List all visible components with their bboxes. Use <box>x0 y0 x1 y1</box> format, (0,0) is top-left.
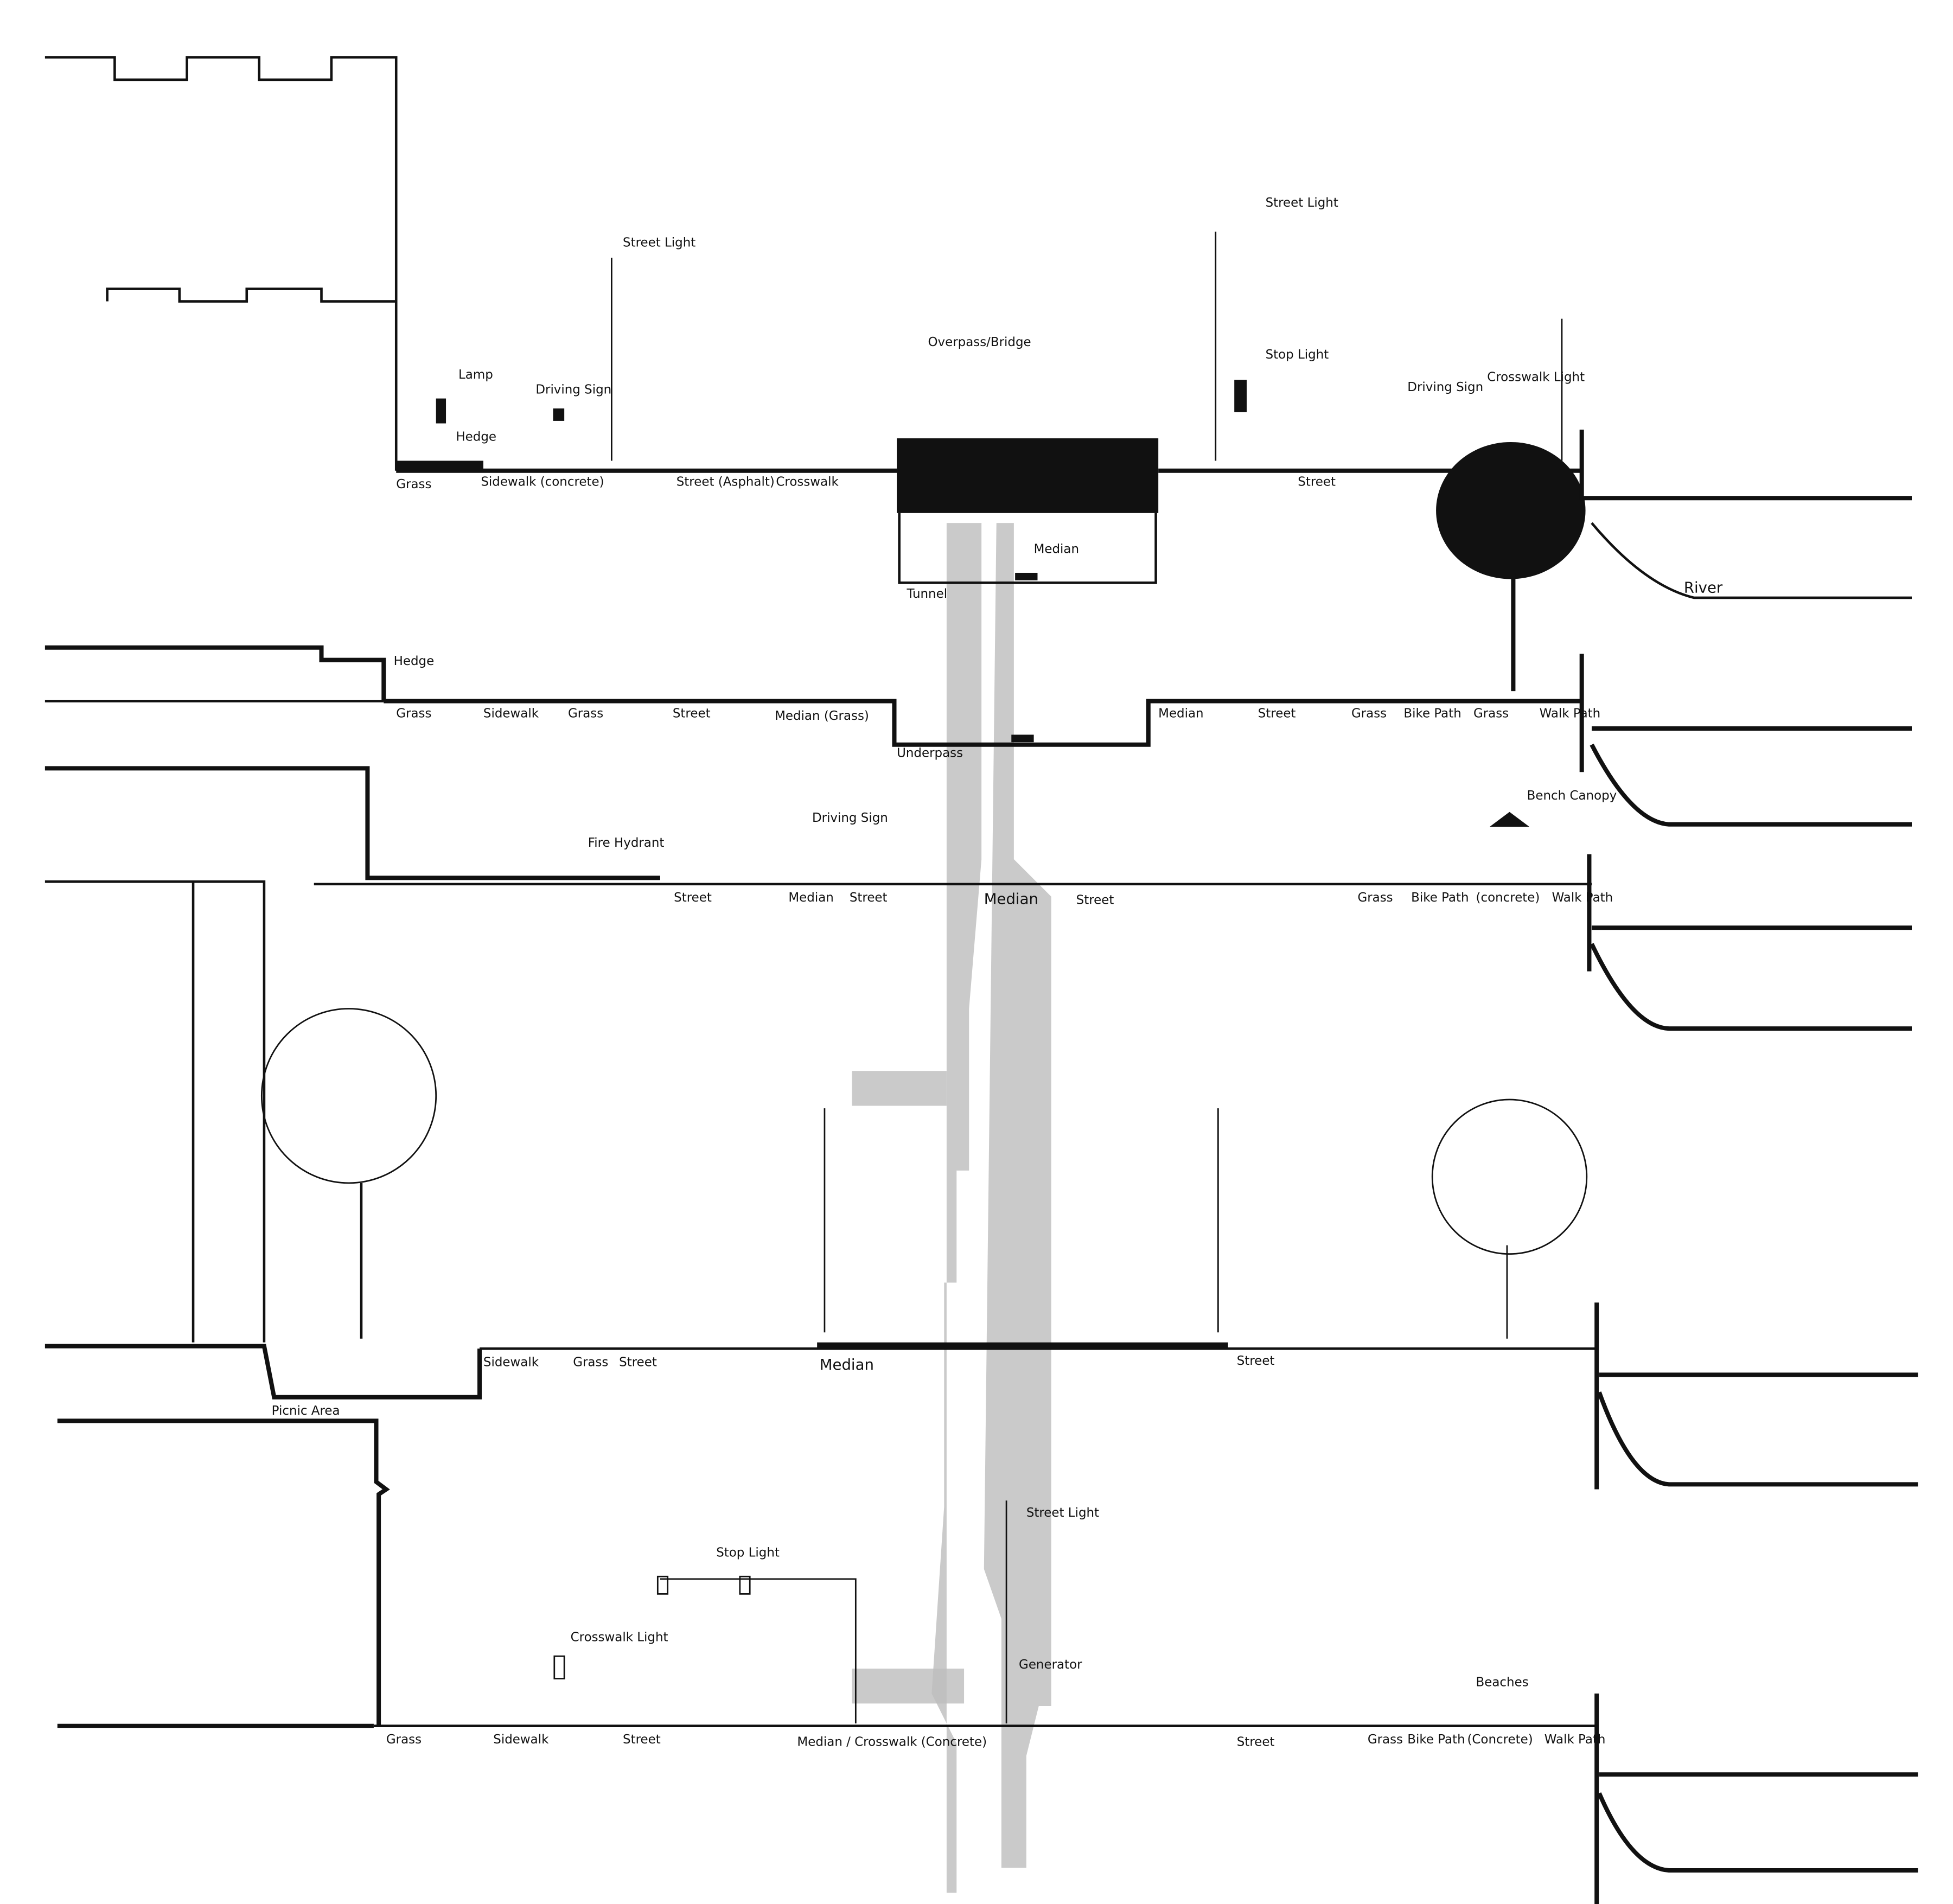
zone-label: Street <box>1237 1735 1275 1749</box>
zone-label: Grass <box>396 477 431 491</box>
zone-label: Sidewalk <box>483 706 539 720</box>
zone-label: Walk Path <box>1544 1733 1606 1747</box>
lamp-icon <box>436 398 446 424</box>
section-3: Fire Hydrant Driving Sign Bench Canopy S… <box>314 789 1912 1031</box>
tree-icon <box>1431 1098 1588 1255</box>
callout-driving-sign: Driving Sign <box>535 382 611 397</box>
section-1: Lamp Hedge Driving Sign Street Light Ove… <box>396 196 1912 692</box>
tree-icon <box>1436 442 1586 579</box>
zone-label: Grass <box>1368 1733 1403 1747</box>
zone-label: Tunnel <box>906 587 947 601</box>
zone-label: Grass <box>568 706 603 720</box>
callout-hedge: Hedge <box>394 654 435 668</box>
stop-light-icon <box>656 1575 669 1595</box>
zone-label: (Concrete) <box>1467 1733 1533 1747</box>
zone-label: Street <box>1076 893 1114 908</box>
callout-driving-sign-2: Driving Sign <box>1407 380 1483 394</box>
street-light-poles <box>824 1108 1219 1333</box>
stop-light-icon <box>739 1575 751 1595</box>
zone-label: Street <box>674 891 712 905</box>
callout-crosswalk-light: Crosswalk Light <box>571 1631 668 1645</box>
section-2: Hedge Grass Sidewalk Grass Street Median… <box>384 654 1912 827</box>
zone-label: Median / Crosswalk (Concrete) <box>797 1735 987 1749</box>
left-buildings <box>44 56 660 1728</box>
zone-label: Grass <box>573 1355 608 1369</box>
tree-icon <box>260 1008 437 1184</box>
zone-label: Street <box>673 706 711 720</box>
zone-label: Median <box>820 1356 874 1373</box>
zone-label: Walk Path <box>1552 891 1613 905</box>
callout-river: River <box>1684 579 1723 597</box>
zone-label: Median (Grass) <box>775 709 869 723</box>
callout-generator: Generator <box>1019 1658 1082 1672</box>
median-strip <box>817 1342 1228 1350</box>
section-5: Stop Light Street Light Crosswalk Light … <box>373 1500 1918 1904</box>
stop-light-pole <box>660 1500 1007 1724</box>
zone-label: Street <box>623 1733 661 1747</box>
zone-label: Street <box>1237 1354 1275 1368</box>
callout-stop-light: Stop Light <box>1266 348 1329 362</box>
callout-driving-sign: Driving Sign <box>812 811 888 825</box>
zone-label: Sidewalk <box>483 1355 539 1369</box>
callout-bench-canopy: Bench Canopy <box>1527 789 1617 803</box>
shadow-overlay <box>852 523 1051 1893</box>
callout-lamp: Lamp <box>458 368 493 382</box>
zone-label: Grass <box>1357 891 1393 905</box>
driving-sign-icon <box>553 408 565 421</box>
callout-crosswalk-light: Crosswalk Light <box>1487 370 1585 384</box>
zone-label: Median <box>788 891 833 905</box>
callout-fire-hydrant: Fire Hydrant <box>588 836 665 850</box>
callout-hedge: Hedge <box>456 430 496 444</box>
zone-label: Sidewalk (concrete) <box>481 475 604 489</box>
zone-label: Bike Path <box>1411 891 1469 905</box>
zone-label: Street <box>619 1355 657 1369</box>
crosswalk-light-icon <box>553 1655 565 1679</box>
zone-label: Street (Asphalt) <box>676 475 775 489</box>
section-4: Picnic Area Sidewalk Grass Street Median… <box>260 1008 1918 1490</box>
zone-label: Median <box>984 891 1038 908</box>
callout-median: Median <box>1034 542 1079 556</box>
zone-label: Picnic Area <box>272 1404 340 1418</box>
zone-label: Median <box>1158 706 1203 720</box>
zone-label: Street <box>1298 475 1336 489</box>
stop-light-icon <box>1234 380 1247 412</box>
zone-label: Bike Path <box>1403 706 1461 720</box>
zone-label: Walk Path <box>1540 706 1601 720</box>
callout-street-light-2: Street Light <box>1266 196 1338 210</box>
callout-beaches: Beaches <box>1476 1675 1529 1689</box>
zone-label: Bike Path <box>1407 1733 1465 1747</box>
bench-canopy-icon <box>1489 812 1530 827</box>
zone-label: Grass <box>396 706 431 720</box>
zone-label: (concrete) <box>1476 891 1540 905</box>
zone-label: Grass <box>386 1733 422 1747</box>
zone-label: Grass <box>1473 706 1509 720</box>
zone-label: Crosswalk <box>776 475 839 489</box>
zone-label: Street <box>850 891 888 905</box>
zone-label: Underpass <box>897 746 963 761</box>
callout-overpass: Overpass/Bridge <box>928 335 1031 349</box>
callout-stop-light: Stop Light <box>716 1546 780 1560</box>
callout-street-light: Street Light <box>1026 1506 1099 1520</box>
median-block <box>1015 572 1038 580</box>
zone-label: Grass <box>1351 706 1387 720</box>
zone-label: Sidewalk <box>493 1733 549 1747</box>
zone-label: Street <box>1258 706 1296 720</box>
callout-street-light: Street Light <box>623 236 695 250</box>
overpass-bridge <box>897 438 1159 513</box>
